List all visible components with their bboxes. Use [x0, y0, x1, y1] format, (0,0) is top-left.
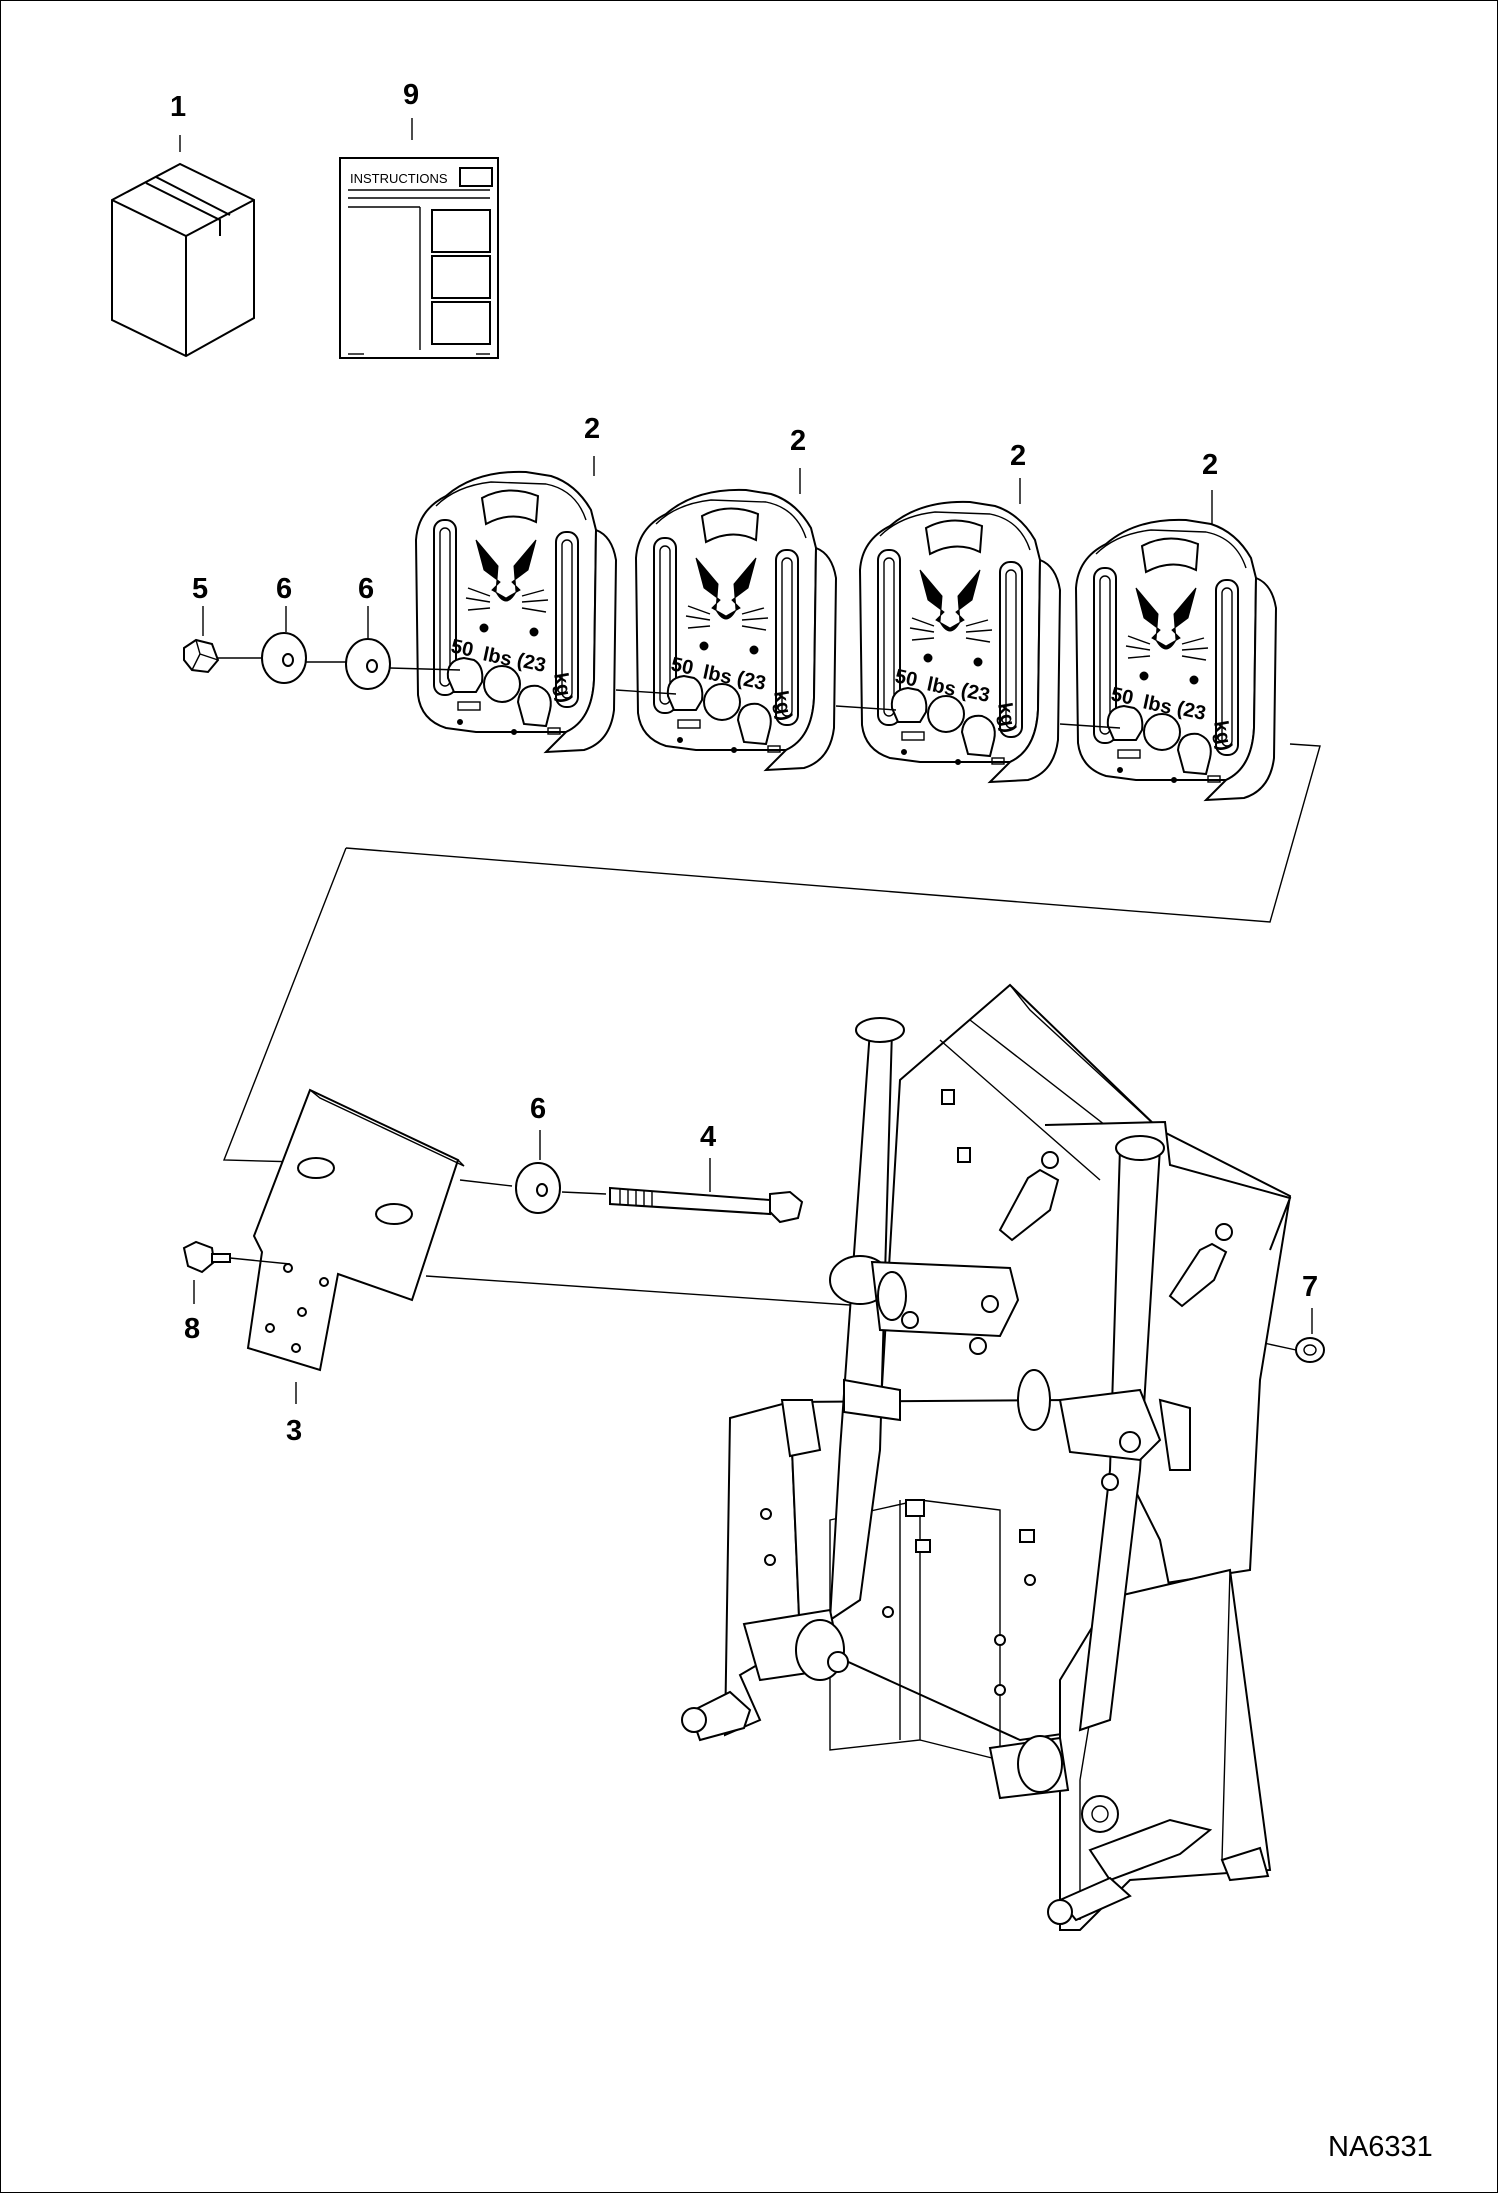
washer-3: [515, 1162, 561, 1214]
instructions-sheet: INSTRUCTIONS: [339, 118, 499, 359]
counterweight-4: [1075, 518, 1277, 801]
callout-item-9: 9: [403, 79, 419, 111]
callout-counterweight-2: 2: [790, 425, 806, 457]
flange-nut: [1295, 1337, 1325, 1363]
callout-washer-3: 6: [530, 1093, 546, 1125]
callout-flange-nut: 7: [1302, 1271, 1318, 1303]
mounting-plate: [246, 1088, 465, 1372]
callout-counterweight-1: 2: [584, 413, 600, 445]
counterweight-2: [635, 488, 837, 771]
callout-counterweight-3: 2: [1010, 440, 1026, 472]
drawing-id: NA6331: [1328, 2131, 1433, 2163]
attachment-frame: [681, 983, 1292, 1931]
washer-1: [261, 632, 307, 684]
callout-plate: 3: [286, 1415, 302, 1447]
hex-nut: [183, 638, 220, 674]
callout-counterweight-4: 2: [1202, 449, 1218, 481]
washer-2: [345, 638, 391, 690]
instructions-label: INSTRUCTIONS: [350, 171, 448, 186]
callout-item-1: 1: [170, 91, 186, 123]
capscrew: [182, 1240, 291, 1274]
callout-nut: 5: [192, 573, 208, 605]
counterweight-1: [415, 470, 617, 753]
hex-bolt: [609, 1186, 804, 1224]
callout-washer-1: 6: [276, 573, 292, 605]
callout-washer-2: 6: [358, 573, 374, 605]
counterweight-3: [859, 500, 1061, 783]
callout-bolt: 4: [700, 1121, 716, 1153]
hardware-bag: [111, 135, 255, 358]
callout-capscrew: 8: [184, 1313, 200, 1345]
